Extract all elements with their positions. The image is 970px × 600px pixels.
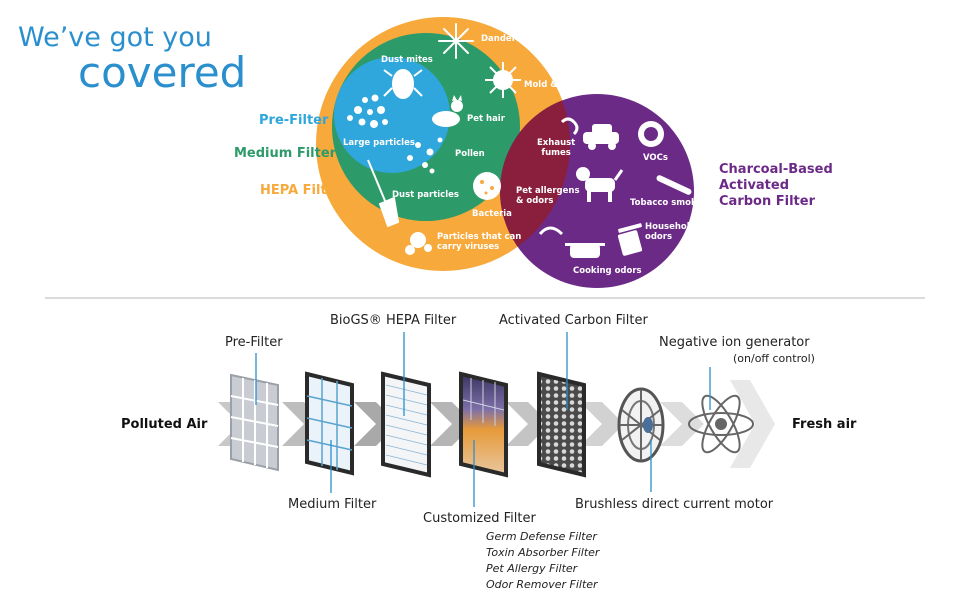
label-bacteria: Bacteria <box>472 209 512 219</box>
bacteria-icon <box>473 172 501 200</box>
carbon-filter-panel <box>537 371 586 478</box>
virus-icon <box>405 232 432 255</box>
legend-medium-filter: Medium Filter <box>234 146 337 161</box>
headline-line2: covered <box>78 48 247 97</box>
process-medium-filter-label: Medium Filter <box>288 497 377 512</box>
ion-generator-icon <box>688 394 754 454</box>
tobacco-icon <box>656 175 692 195</box>
vocs-icon <box>638 121 664 147</box>
label-pet-allergens: Pet allergens & odors <box>516 186 580 206</box>
cooking-icon <box>538 226 605 258</box>
label-pet-allergens-line1: Pet allergens <box>516 186 580 196</box>
prefilter-circle <box>334 57 450 173</box>
process-pre-filter-label: Pre-Filter <box>225 335 283 350</box>
household-icon <box>617 223 643 256</box>
medium-filter-panel <box>305 371 354 476</box>
label-viruses: Particles that can carry viruses <box>437 232 521 252</box>
label-exhaust-line2: fumes <box>541 148 571 158</box>
label-mold: Mold & fungi <box>524 80 586 90</box>
mold-icon <box>485 62 521 98</box>
custom-filter-item: Germ Defense Filter <box>486 530 597 543</box>
process-ion-sublabel: (on/off control) <box>733 352 815 365</box>
label-pet-hair: Pet hair <box>467 114 505 124</box>
large-particles-icon <box>347 94 388 128</box>
label-viruses-line1: Particles that can <box>437 232 522 242</box>
legend-carbon-line1: Charcoal-Based <box>719 162 833 177</box>
legend-pre-filter: Pre-Filter <box>259 113 329 128</box>
process-customized-label: Customized Filter <box>423 511 536 526</box>
legend-carbon-line2: Activated <box>719 178 790 193</box>
label-dust-particles: Dust particles <box>392 190 459 200</box>
fresh-air-label: Fresh air <box>792 417 857 432</box>
label-vocs: VOCs <box>643 153 668 163</box>
exhaust-icon <box>560 117 579 136</box>
label-pollen: Pollen <box>455 149 485 159</box>
legend-hepa-filter: HEPA Filter <box>260 183 342 198</box>
label-large-particles: Large particles <box>343 138 415 148</box>
dander-icon <box>438 23 474 59</box>
pollen-icon <box>407 137 443 174</box>
pet-hair-icon <box>432 95 463 127</box>
dust-mite-icon <box>383 69 423 99</box>
label-cooking: Cooking odors <box>573 266 642 276</box>
label-pet-allergens-line2: & odors <box>516 196 554 206</box>
car-icon <box>583 124 619 150</box>
legend-carbon-filter: Charcoal-Based Activated Carbon Filter <box>719 162 833 210</box>
motor-icon <box>617 387 665 463</box>
hepa-filter-panel <box>381 371 431 478</box>
label-dust-mites: Dust mites <box>381 55 433 65</box>
pre-filter-panel <box>230 373 279 472</box>
custom-filter-list: Germ Defense Filter Toxin Absorber Filte… <box>486 529 599 593</box>
label-tobacco: Tobacco smoke <box>630 198 703 208</box>
broom-icon <box>367 159 400 228</box>
headline-line1: We’ve got you <box>18 22 212 53</box>
polluted-air-label: Polluted Air <box>121 417 208 432</box>
label-household-line1: Household <box>645 222 696 232</box>
custom-filter-item: Odor Remover Filter <box>486 578 598 591</box>
custom-filter-item: Toxin Absorber Filter <box>486 546 600 559</box>
label-viruses-line2: carry viruses <box>437 242 500 252</box>
pointer-lines <box>255 332 711 507</box>
label-exhaust: Exhaust fumes <box>537 138 575 158</box>
label-dander: Dander <box>481 34 516 44</box>
process-ion-label: Negative ion generator <box>659 335 810 350</box>
custom-filter-item: Pet Allergy Filter <box>486 562 578 575</box>
legend-carbon-line3: Carbon Filter <box>719 194 815 209</box>
label-household-line2: odors <box>645 232 673 242</box>
process-motor-label: Brushless direct current motor <box>575 497 774 512</box>
customized-filter-panel <box>459 371 508 478</box>
process-hepa-label: BioGS® HEPA Filter <box>330 313 457 328</box>
dog-icon <box>576 167 624 202</box>
label-exhaust-line1: Exhaust <box>537 138 576 148</box>
process-carbon-label: Activated Carbon Filter <box>499 313 648 328</box>
label-household: Household odors <box>645 222 696 242</box>
